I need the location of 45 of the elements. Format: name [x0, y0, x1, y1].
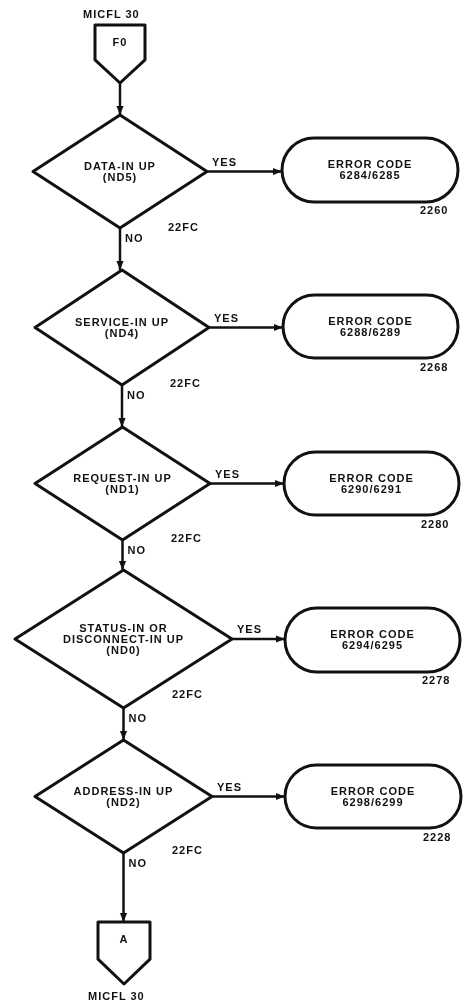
decision-text: STATUS-IN OR DISCONNECT-IN UP (ND0): [61, 622, 186, 656]
decision-text: REQUEST-IN UP (ND1): [72, 472, 173, 495]
reference-label: 22FC: [172, 688, 203, 700]
error-code-text: ERROR CODE 6284/6285: [326, 159, 414, 181]
error-code-text: ERROR CODE 6298/6299: [329, 785, 417, 808]
flow-arrow: [118, 540, 127, 570]
reference-label: 22FC: [171, 532, 202, 544]
edge-label: YES: [216, 780, 243, 793]
reference-label: 2268: [420, 361, 449, 373]
edge-label: NO: [126, 544, 147, 556]
flow-arrow: [212, 792, 285, 801]
reference-label: 22FC: [170, 377, 201, 389]
decision-text: SERVICE-IN UP (ND4): [73, 316, 171, 339]
reference-label: 2228: [423, 831, 452, 843]
flow-arrow: [116, 228, 124, 270]
edge-label: NO: [127, 857, 148, 869]
decision-text: ADDRESS-IN UP (ND2): [73, 785, 174, 808]
connector-label: A: [119, 934, 129, 945]
edge-label: NO: [126, 389, 147, 401]
reference-label: 22FC: [168, 221, 199, 233]
decision-text: DATA-IN UP (ND5): [83, 160, 157, 183]
flow-arrow: [116, 83, 124, 115]
reference-label: MICFL 30: [83, 8, 140, 20]
flow-arrow: [207, 167, 282, 176]
flow-arrow: [119, 708, 128, 740]
reference-label: 2278: [422, 674, 451, 686]
reference-label: 22FC: [172, 844, 203, 856]
flow-arrow: [210, 479, 284, 488]
error-code-text: ERROR CODE 6294/6295: [329, 629, 416, 651]
error-code-text: ERROR CODE 6290/6291: [328, 472, 415, 495]
flow-arrow: [119, 853, 128, 922]
edge-label: YES: [214, 467, 241, 480]
reference-label: 2260: [420, 204, 449, 216]
edge-label: YES: [211, 155, 238, 168]
edge-label: NO: [124, 232, 145, 244]
flow-arrow: [232, 635, 285, 643]
edge-label: YES: [213, 311, 240, 324]
edge-label: NO: [127, 712, 148, 724]
flow-arrow: [118, 385, 126, 427]
reference-label: MICFL 30: [88, 990, 145, 1002]
flow-arrow: [209, 323, 283, 332]
reference-label: 2280: [421, 518, 450, 530]
error-code-text: ERROR CODE 6288/6289: [327, 315, 414, 338]
connector-label: F0: [112, 37, 128, 48]
edge-label: YES: [236, 623, 263, 635]
